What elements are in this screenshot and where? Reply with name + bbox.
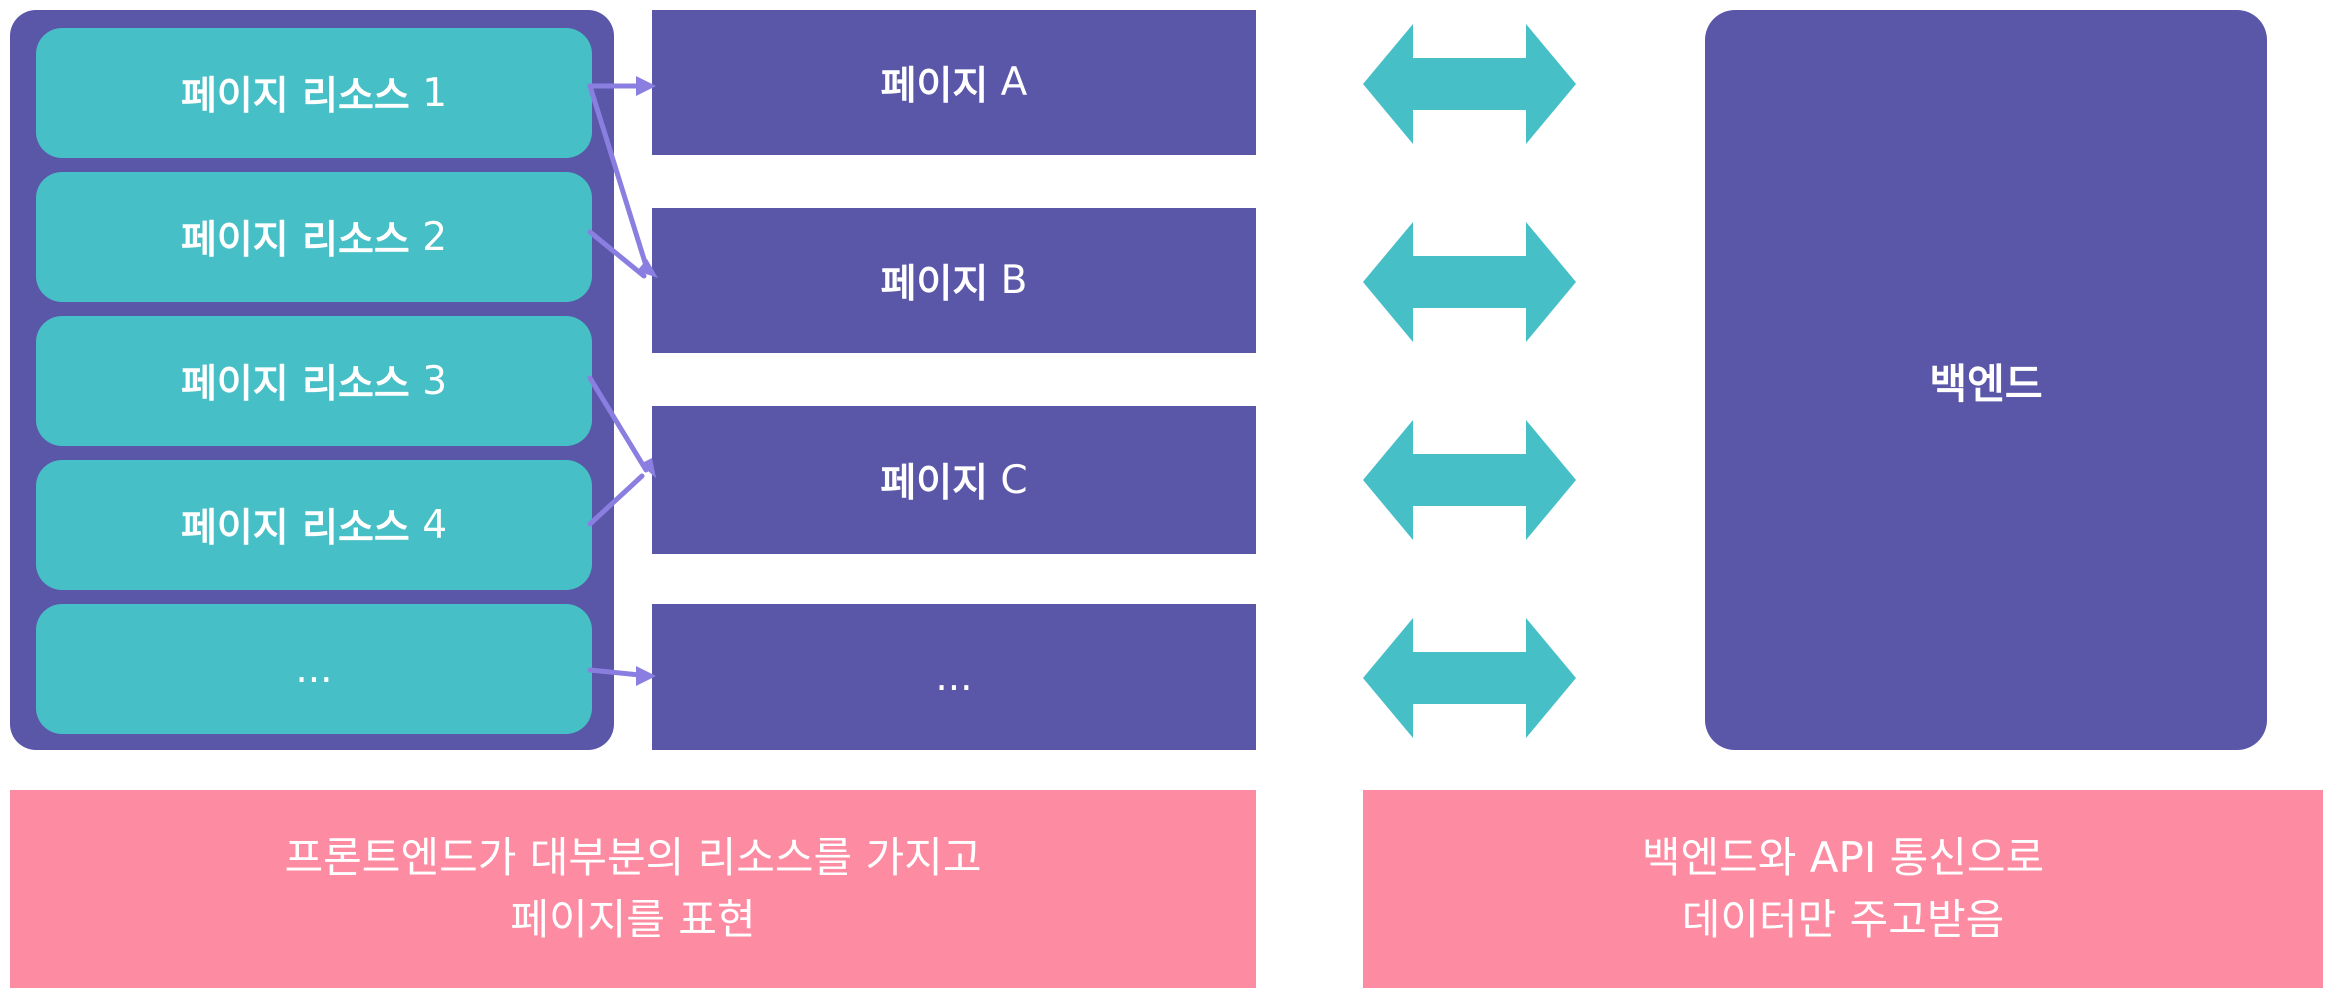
double-arrow-page-b-backend xyxy=(1363,222,1576,342)
arrow-resource2-to-page-b xyxy=(587,229,647,279)
arrow-resource1-to-page-b xyxy=(587,83,651,275)
page-more: ... xyxy=(652,604,1256,750)
backend-caption-line2: 데이터만 주고받음 xyxy=(1681,895,2005,944)
frontend-caption-line2: 페이지를 표현 xyxy=(510,895,756,944)
frontend-caption: 프론트엔드가 대부분의 리소스를 가지고 페이지를 표현 xyxy=(10,790,1256,988)
arrow-resource3-to-page-c xyxy=(587,375,649,473)
arrowhead-page-more xyxy=(636,666,656,686)
page-a: 페이지 A xyxy=(652,10,1256,155)
arrow-more-to-page-more xyxy=(587,667,643,678)
page-resource-more: ... xyxy=(36,604,592,734)
double-arrow-page-c-backend xyxy=(1363,420,1576,540)
double-arrow-page-a-backend xyxy=(1363,24,1576,144)
page-resource-1: 페이지 리소스 1 xyxy=(36,28,592,158)
arrowhead-page-c xyxy=(640,458,656,478)
arrow-resource4-to-page-c xyxy=(587,473,645,527)
frontend-caption-line1: 프론트엔드가 대부분의 리소스를 가지고 xyxy=(284,833,982,882)
arrowhead-page-b xyxy=(637,259,658,278)
backend-box: 백엔드 xyxy=(1705,10,2267,750)
page-resource-3: 페이지 리소스 3 xyxy=(36,316,592,446)
page-b: 페이지 B xyxy=(652,208,1256,353)
page-resource-2: 페이지 리소스 2 xyxy=(36,172,592,302)
page-resource-4: 페이지 리소스 4 xyxy=(36,460,592,590)
backend-caption-line1: 백엔드와 API 통신으로 xyxy=(1641,833,2045,882)
backend-caption: 백엔드와 API 통신으로 데이터만 주고받음 xyxy=(1363,790,2323,988)
page-c: 페이지 C xyxy=(652,406,1256,554)
double-arrow-page-more-backend xyxy=(1363,618,1576,738)
arrowhead-page-a xyxy=(636,76,656,96)
